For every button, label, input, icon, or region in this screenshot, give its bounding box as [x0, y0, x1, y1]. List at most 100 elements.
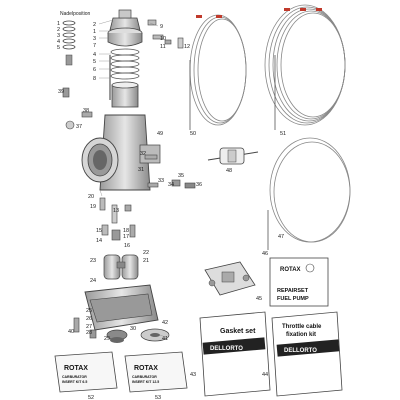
part-15: 15 — [96, 228, 102, 234]
repairset-brand: ROTAX — [280, 267, 301, 273]
throttle-slide — [111, 81, 139, 108]
part-38: 38 — [83, 108, 89, 114]
cable-markers — [196, 8, 322, 18]
slide-spring — [110, 48, 140, 80]
part-48: 48 — [226, 168, 232, 174]
kit-right-line1: CARBURATOR — [132, 375, 157, 379]
part-29: 29 — [104, 336, 110, 342]
part-6: 6 — [93, 67, 96, 73]
part-46: 46 — [262, 251, 268, 257]
part-50: 50 — [190, 131, 196, 137]
kit-left-line1: CARBURATOR — [62, 375, 87, 379]
gasket-set-title: Gasket set — [220, 328, 256, 335]
part-2: 2 — [93, 22, 96, 28]
needle-pos-3: 3 — [57, 33, 60, 39]
needle-pos-5: 5 — [57, 45, 60, 51]
fuel-pump — [204, 261, 256, 296]
part-53: 53 — [155, 395, 161, 400]
gasket-set-brand: DELLORTO — [210, 346, 243, 352]
carb-body — [81, 114, 161, 191]
part-41: 41 — [162, 336, 168, 342]
insert-kit-card-right: ROTAX CARBURATOR INSERT KIT 12.5 — [124, 351, 188, 393]
needle-pos-2: 2 — [57, 27, 60, 33]
part-31: 31 — [138, 167, 144, 173]
part-5: 5 — [93, 59, 96, 65]
part-43: 43 — [190, 372, 196, 378]
part-7: 7 — [93, 43, 96, 49]
part-22: 22 — [143, 250, 149, 256]
throttle-cable-coil-50 — [189, 14, 247, 130]
part-16: 16 — [124, 243, 130, 249]
jets — [99, 197, 136, 241]
part-4: 4 — [93, 52, 96, 58]
part-8: 8 — [93, 76, 96, 82]
part-25: 25 — [86, 308, 92, 314]
gasket-set-packet: Gasket set DELLORTO — [199, 311, 271, 397]
choke-parts — [62, 87, 93, 130]
part-11: 11 — [160, 44, 166, 50]
part-number-callouts: 1 2 3 4 5 6 7 8 9 10 11 12 13 14 15 16 1… — [58, 22, 286, 400]
kit-right-brand: ROTAX — [134, 365, 158, 372]
part-45: 45 — [256, 296, 262, 302]
leader-lines — [98, 19, 169, 339]
top-fittings — [147, 19, 184, 49]
kit-left-brand: ROTAX — [64, 365, 88, 372]
part-39: 39 — [58, 89, 64, 95]
part-10: 10 — [160, 36, 166, 42]
part-12: 12 — [184, 44, 190, 50]
part-21: 21 — [143, 258, 149, 264]
part-33: 33 — [158, 178, 164, 184]
part-13: 13 — [113, 208, 119, 214]
part-44: 44 — [262, 372, 268, 378]
part-35: 35 — [178, 173, 184, 179]
carb-top-cap — [107, 9, 143, 47]
needle-position-header: Nadelposition — [60, 11, 91, 17]
throttle-cable-loop — [267, 137, 351, 250]
part-24: 24 — [90, 278, 96, 284]
throttle-kit-title-line2: fixation kit — [286, 332, 316, 338]
kit-left-line2: INSERT KIT 6.5 — [62, 380, 87, 384]
throttle-kit-brand: DELLORTO — [284, 348, 317, 354]
part-36: 36 — [196, 182, 202, 188]
repairset-line1: REPAIRSET — [277, 288, 309, 294]
part-47: 47 — [278, 234, 284, 240]
part-26: 26 — [86, 316, 92, 322]
fuel-filter — [207, 147, 259, 165]
part-30: 30 — [130, 326, 136, 332]
part-17: 17 — [123, 234, 129, 240]
part-49: 49 — [157, 131, 163, 137]
throttle-fixation-kit-packet: Throttle cable fixation kit DELLORTO — [271, 311, 343, 397]
insert-kit-card-left: ROTAX CARBURATOR INSERT KIT 6.5 — [54, 351, 118, 393]
needle-pos-4: 4 — [57, 39, 60, 45]
needle-clip-stack — [62, 20, 76, 66]
part-1: 1 — [93, 29, 96, 35]
side-screws — [144, 154, 196, 189]
part-27: 27 — [86, 324, 92, 330]
part-32: 32 — [140, 151, 146, 157]
part-14: 14 — [96, 238, 102, 244]
part-37: 37 — [76, 124, 82, 130]
part-52: 52 — [88, 395, 94, 400]
part-23: 23 — [90, 258, 96, 264]
needle-pos-1: 1 — [57, 21, 60, 27]
choke-cable-coil-51 — [264, 4, 346, 130]
float — [103, 254, 139, 280]
part-34: 34 — [168, 182, 174, 188]
needle-position-numbers: 1 2 3 4 5 — [57, 21, 60, 51]
part-9: 9 — [160, 24, 163, 30]
repairset-card: ROTAX REPAIRSET FUEL PUMP — [269, 257, 329, 307]
bowl-fittings — [73, 317, 170, 343]
part-19: 19 — [90, 204, 96, 210]
part-20: 20 — [88, 194, 94, 200]
throttle-kit-title-line1: Throttle cable — [282, 324, 322, 330]
part-18: 18 — [123, 228, 129, 234]
kit-right-line2: INSERT KIT 12.5 — [132, 380, 159, 384]
repairset-line2: FUEL PUMP — [277, 296, 309, 302]
part-28: 28 — [86, 330, 92, 336]
float-bowl — [84, 284, 159, 331]
part-42: 42 — [162, 320, 168, 326]
part-3: 3 — [93, 36, 96, 42]
part-51: 51 — [280, 131, 286, 137]
part-40: 40 — [68, 329, 74, 335]
